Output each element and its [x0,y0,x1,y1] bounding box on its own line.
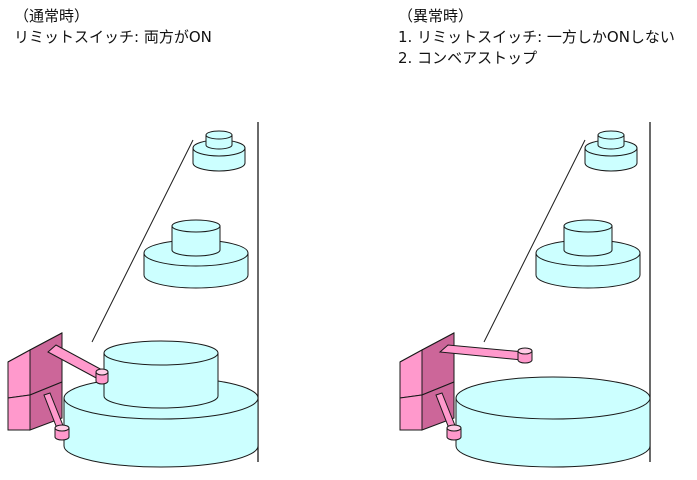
cake-large [63,340,259,468]
abnormal-caption: （異常時） 1. リミットスイッチ: 一方しかONしない 2. コンベアストップ [398,6,675,69]
abnormal-description-1: 1. リミットスイッチ: 一方しかONしない [398,28,675,46]
cake-medium [535,219,641,289]
abnormal-description-2: 2. コンベアストップ [398,49,538,67]
cake-medium [143,219,249,289]
normal-description: リミットスイッチ: 両方がON [14,28,212,46]
perspective-line [91,139,194,343]
abnormal-heading: （異常時） [398,7,474,25]
lower-switch-lever [43,392,70,441]
lower-switch-lever [435,392,462,441]
normal-caption: （通常時） リミットスイッチ: 両方がON [14,6,212,48]
cake-large-single [455,376,651,468]
perspective-line [483,139,586,343]
cake-small [192,130,246,172]
upper-switch-lever [438,344,533,364]
limit-switch-block [399,332,455,431]
cake-small [584,130,638,172]
abnormal-diagram [399,122,651,468]
normal-diagram [7,122,259,468]
normal-heading: （通常時） [14,7,90,25]
upper-switch-lever [47,344,109,385]
